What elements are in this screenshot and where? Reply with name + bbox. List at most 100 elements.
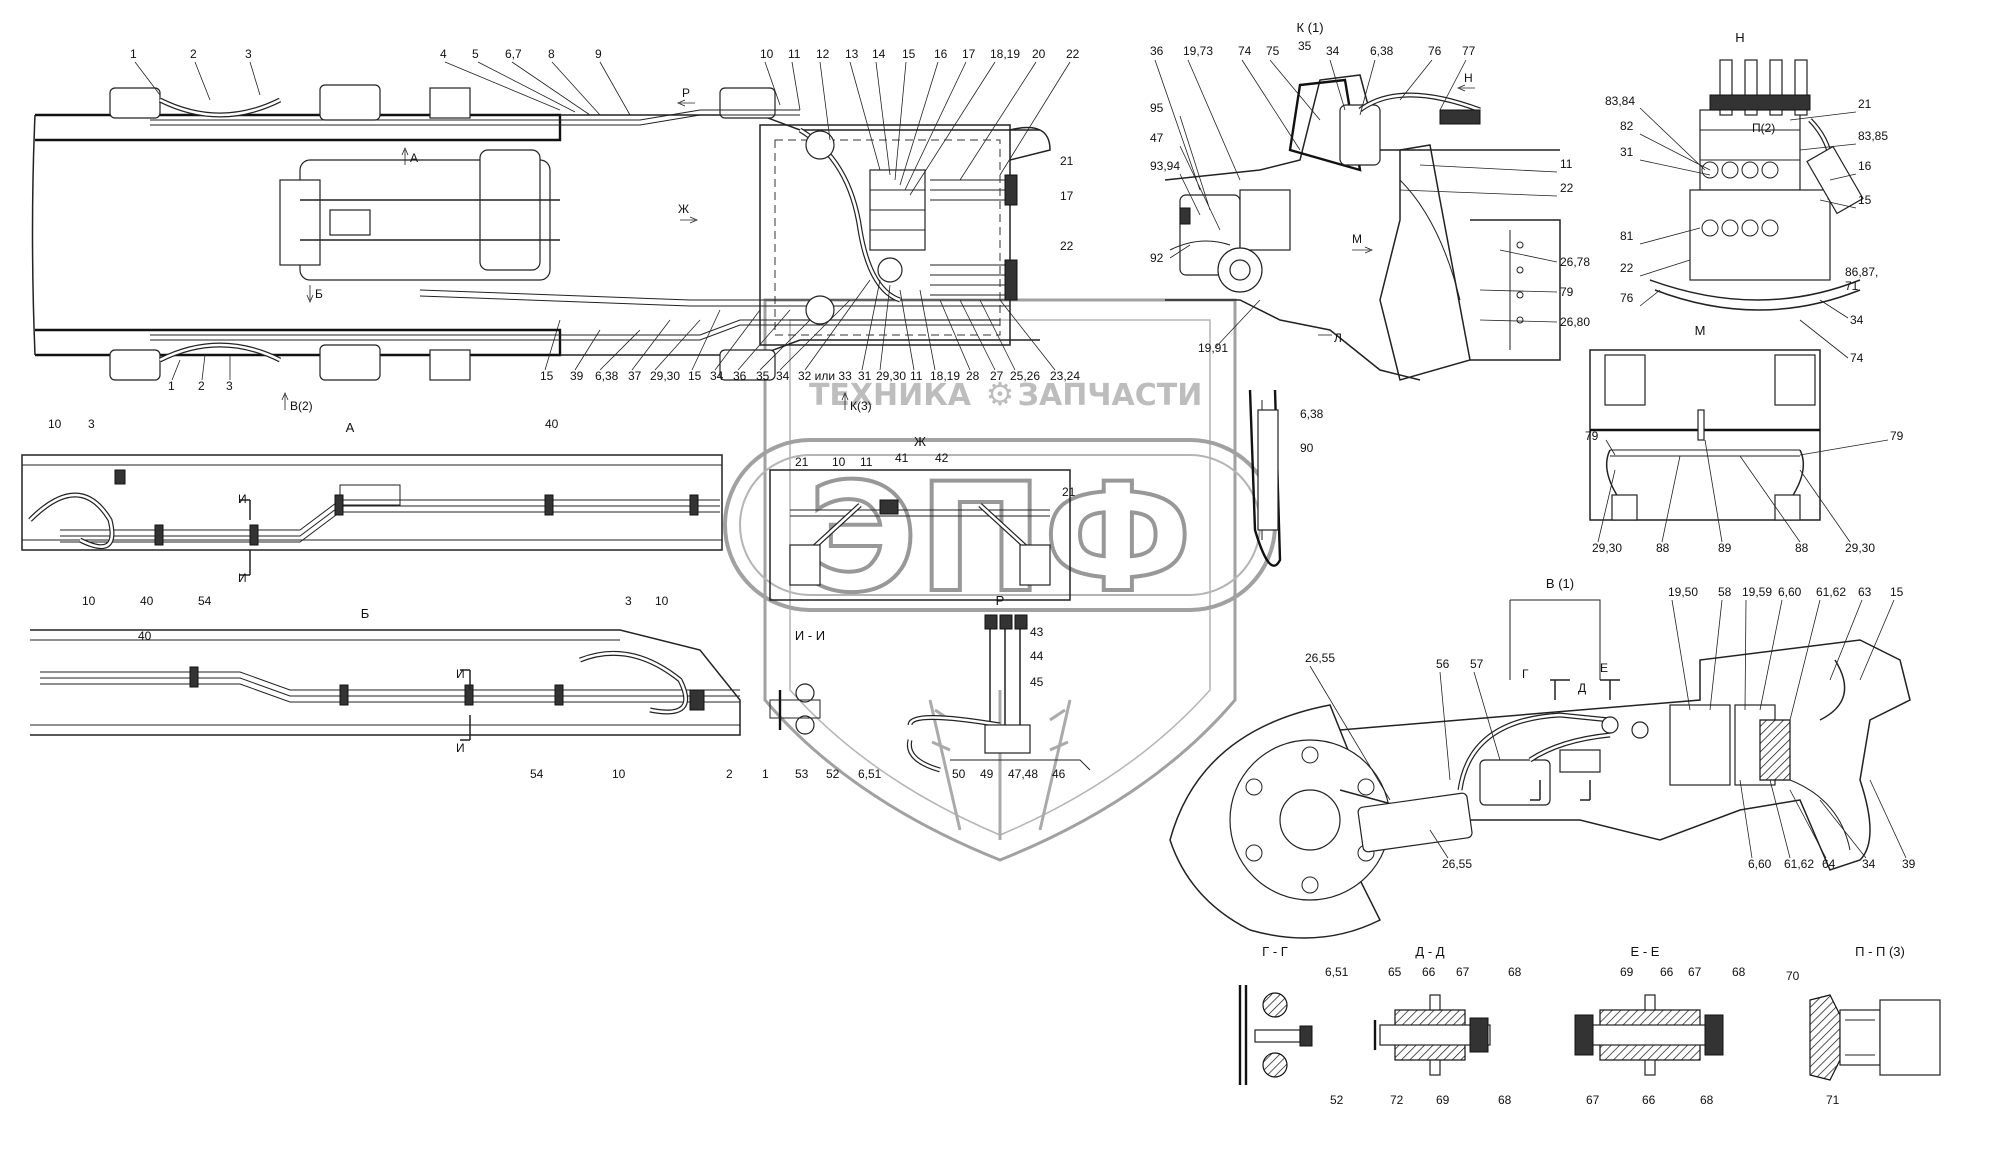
arrow-e: Е (1600, 661, 1608, 675)
callout: 10 (612, 767, 626, 781)
callout: 21 (1060, 154, 1074, 168)
callout: 25,26 (1010, 369, 1040, 383)
watermark: ЭПФ ТЕХНИКА ⚙ ЗАПЧАСТИ (723, 298, 1277, 862)
callout: 79 (1585, 429, 1599, 443)
callout: 67 (1586, 1093, 1600, 1107)
callout: 69 (1436, 1093, 1450, 1107)
callout: 4 (440, 47, 447, 61)
callout: 17 (1060, 189, 1074, 203)
view-titles: К (1) Н А Б М В (1) Ж Р И - И Г - Г Д - … (346, 20, 1905, 959)
callout: 10 (82, 594, 96, 608)
callout: 29,30 (876, 369, 906, 383)
callout: 39 (1902, 857, 1916, 871)
callout: 10 (48, 417, 62, 431)
arrow-a: А (410, 151, 418, 165)
title-view-m: М (1695, 323, 1706, 338)
view-b-clamps (189, 666, 564, 706)
callouts-section-pp: 70 71 (1786, 969, 1840, 1107)
callouts-section-dd: 65 66 67 72 69 68 (1388, 965, 1512, 1107)
callouts-top: 1 2 3 4 5 6,7 8 9 10 11 12 13 14 15 16 1… (130, 47, 1080, 253)
callout: 47,48 (1008, 767, 1038, 781)
callout: 19,73 (1183, 44, 1213, 58)
callout: 6,51 (858, 767, 882, 781)
callout: 22 (1066, 47, 1080, 61)
title-section-dd: Д - Д (1415, 944, 1444, 959)
title-view-v: В (1) (1546, 576, 1574, 591)
callout: 36 (733, 369, 747, 383)
callouts-view-b: 3 10 40 10 2 1 54 (138, 594, 769, 781)
callout: 16 (1858, 159, 1872, 173)
callout: 15 (902, 47, 916, 61)
arrow-i-b2: И (456, 741, 465, 755)
callout: 35 (1298, 39, 1312, 53)
callout: 11 (910, 369, 923, 383)
arrow-m: М (1352, 232, 1362, 246)
section-ee (1574, 994, 1724, 1076)
callout: 69 (1620, 965, 1634, 979)
callout: 74 (1238, 44, 1252, 58)
callout: 83,85 (1858, 129, 1888, 143)
callout: 50 (952, 767, 966, 781)
callout: 29,30 (1592, 541, 1622, 555)
callout: 54 (530, 767, 544, 781)
callout: 58 (1718, 585, 1732, 599)
title-view-a: А (346, 420, 355, 435)
callout: 1 (130, 47, 137, 61)
callout: 10 (760, 47, 774, 61)
callout: 35 (756, 369, 770, 383)
callout: 15 (1890, 585, 1904, 599)
callout: 81 (1620, 229, 1634, 243)
callout: 10 (655, 594, 669, 608)
view-r (906, 614, 1091, 773)
callout: 61,62 (1784, 857, 1814, 871)
view-b (30, 629, 741, 741)
callout: 75 (1266, 44, 1280, 58)
section-dd (1373, 994, 1491, 1076)
callout: 52 (826, 767, 840, 781)
view-k (1164, 74, 1561, 567)
callout: 52 (1330, 1093, 1344, 1107)
view-ii (769, 683, 821, 735)
callouts-view-k: 36 19,73 74 75 35 34 6,38 76 77 95 47 93… (1150, 39, 1590, 455)
callout: 72 (1390, 1093, 1404, 1107)
watermark-line1: ТЕХНИКА (809, 378, 972, 413)
callout: 6,60 (1778, 585, 1802, 599)
callout: 18,19 (930, 369, 960, 383)
view-arrows: А Б В(2) К(3) Ж Р Н М Л И И И И Г Д Е П(… (238, 71, 1775, 755)
callout: 67 (1688, 965, 1702, 979)
callout: 95 (1150, 101, 1164, 115)
callout: 89 (1718, 541, 1732, 555)
callout: 86,87, (1845, 265, 1878, 279)
callout: 46 (1052, 767, 1066, 781)
callout: 21 (795, 455, 809, 469)
callout: 43 (1030, 625, 1044, 639)
callout: 3 (88, 417, 95, 431)
callout: 11 (1560, 157, 1573, 171)
callout: 11 (788, 47, 801, 61)
callout: 21 (1858, 97, 1872, 111)
callout: 26,55 (1305, 651, 1335, 665)
callout: 17 (962, 47, 976, 61)
callouts-view-r: 43 44 45 50 49 47,48 46 (952, 625, 1066, 781)
callouts-view-zh: 21 10 11 41 42 21 (795, 451, 1076, 499)
callout: 20 (1032, 47, 1046, 61)
callout: 67 (1456, 965, 1470, 979)
arrow-n: Н (1464, 71, 1473, 85)
callouts-view-h: 83,84 82 31 21 83,85 16 15 81 22 86,87, … (1605, 94, 1888, 365)
callout: 22 (1620, 261, 1634, 275)
callout: 28 (966, 369, 980, 383)
callout: 68 (1700, 1093, 1714, 1107)
callout: 15 (1858, 193, 1872, 207)
watermark-line2: ЗАПЧАСТИ (1018, 378, 1203, 413)
callout: 6,51 (1325, 965, 1349, 979)
callout: 2 (726, 767, 733, 781)
callout: 15 (540, 369, 554, 383)
callout: 1 (762, 767, 769, 781)
callout: 37 (628, 369, 642, 383)
callout: 6,38 (595, 369, 619, 383)
callout: 6,38 (1300, 407, 1324, 421)
quick-couplers-main (930, 174, 1018, 301)
arrow-g: Г (1522, 667, 1529, 681)
callout: 3 (625, 594, 632, 608)
arrow-l: Л (1334, 331, 1342, 345)
